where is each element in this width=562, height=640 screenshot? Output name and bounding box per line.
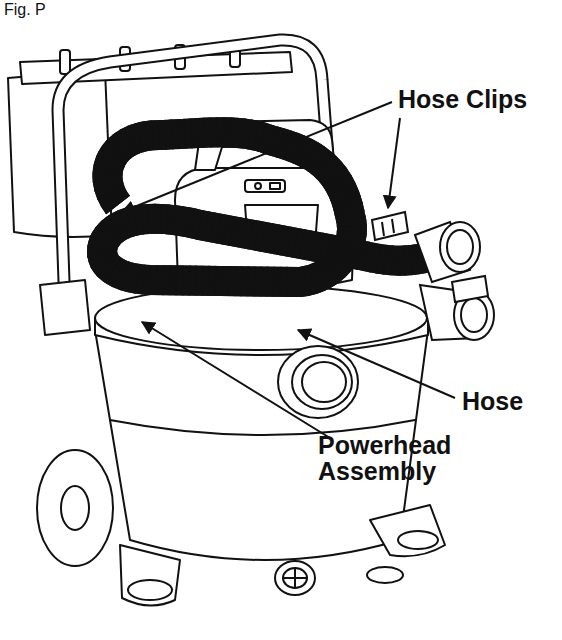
drain-knob [275, 561, 315, 595]
leader-line [122, 102, 455, 438]
inlet-port [278, 346, 358, 418]
hose-clip [372, 212, 488, 302]
nozzle-tools [415, 222, 494, 340]
switch [245, 180, 285, 192]
part-label: Powerhead Assembly [318, 432, 478, 485]
part-label: Hose [462, 388, 557, 414]
part-label: Hose Clips [398, 86, 558, 112]
caster-feet [120, 505, 445, 606]
wheel [37, 450, 113, 566]
figure-label: Fig. P [4, 2, 124, 19]
latch [40, 280, 90, 335]
